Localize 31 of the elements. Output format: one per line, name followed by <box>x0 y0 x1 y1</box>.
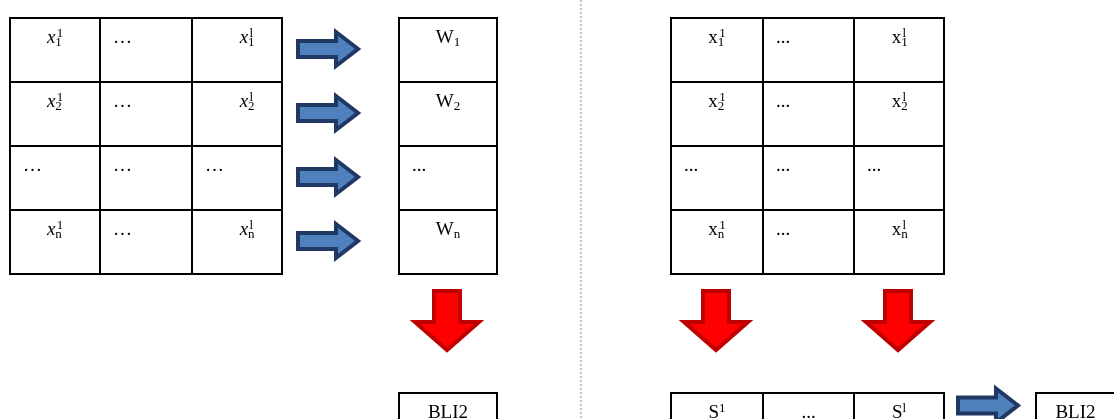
cell-text: W$_{n}$ <box>435 219 461 238</box>
cell-text: ... <box>867 155 882 174</box>
block-arrow <box>956 384 1022 419</box>
cell-text: ... <box>801 402 816 419</box>
cell-text: … <box>113 155 132 174</box>
cell-text: ... <box>776 91 791 110</box>
cell-text: … <box>113 27 132 46</box>
cell-text: ... <box>684 155 699 174</box>
block-arrow <box>860 289 936 353</box>
cell-text: W$_{1}$ <box>435 27 461 46</box>
cell-text: ... <box>776 155 791 174</box>
cell-text: … <box>113 219 132 238</box>
cell-text: ... <box>412 155 427 174</box>
cell-text: BLI2 <box>1055 402 1096 419</box>
cell-text: W$_{2}$ <box>435 91 461 110</box>
block-arrow <box>296 91 362 135</box>
cell-text: S$^{1}$ <box>708 402 726 419</box>
block-arrow <box>409 289 485 353</box>
cell-text: ... <box>776 219 791 238</box>
cell-text: ... <box>776 27 791 46</box>
block-arrow <box>296 155 362 199</box>
block-arrow <box>678 289 754 353</box>
cell-text: … <box>113 91 132 110</box>
cell-text: … <box>23 155 42 174</box>
cell-text: BLI2 <box>427 402 469 419</box>
block-arrow <box>296 219 362 263</box>
result-box <box>1035 392 1114 419</box>
result-box <box>398 392 498 419</box>
cell-text: S$^{l}$ <box>891 402 907 419</box>
cell-text: … <box>205 155 224 174</box>
block-arrow <box>296 27 362 71</box>
